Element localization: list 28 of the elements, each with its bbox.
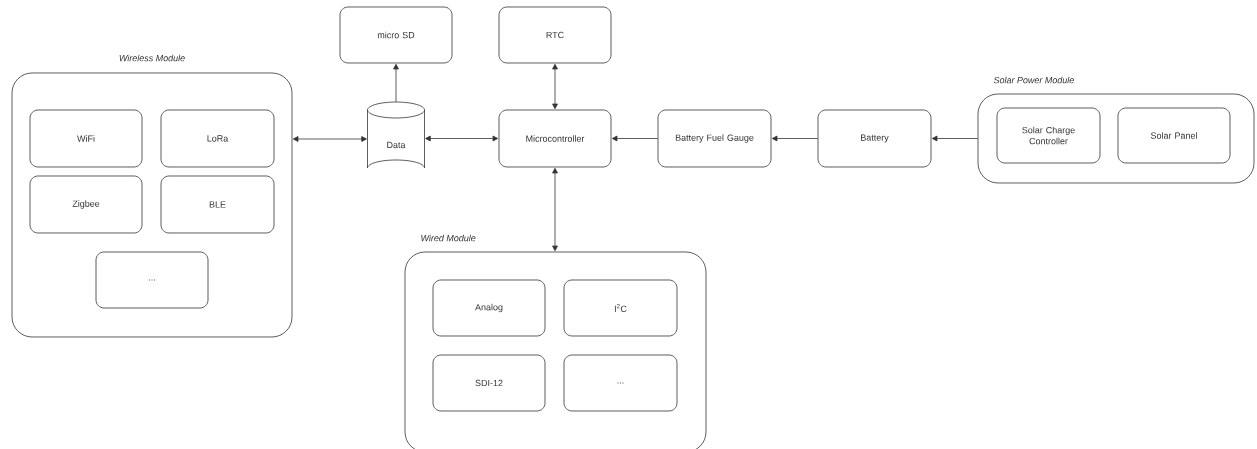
- component-box: Analog: [432, 279, 546, 337]
- arrow: [931, 135, 978, 142]
- arrow: [611, 135, 658, 142]
- arrow: [552, 63, 558, 110]
- arrow: [425, 135, 499, 142]
- component-box: RTC: [498, 6, 612, 64]
- component-box: Microcontroller: [498, 109, 612, 168]
- node-label: Wireless Module: [119, 54, 185, 62]
- component-box: I$^{2}$C: [563, 279, 678, 337]
- component-box: Battery Fuel Gauge: [657, 109, 772, 168]
- component-box: BLE: [160, 175, 275, 234]
- component-box: LoRa: [160, 109, 275, 168]
- component-box: Solar Charge Controller: [996, 107, 1101, 164]
- arrow: [292, 136, 367, 142]
- component-box: ...: [95, 251, 209, 309]
- component-box: Battery: [817, 109, 932, 168]
- component-box: Zigbee: [29, 175, 143, 234]
- component-box: ...: [563, 354, 678, 412]
- arrow: [771, 135, 818, 142]
- node-label: Solar Power Module: [993, 76, 1074, 84]
- component-box: SDI-12: [432, 354, 546, 412]
- database-cylinder: Data: [367, 101, 425, 169]
- component-box: WiFi: [29, 109, 143, 168]
- arrow: [552, 167, 558, 252]
- arrow: [393, 63, 399, 103]
- component-box: Solar Panel: [1117, 107, 1231, 164]
- component-box: micro SD: [339, 6, 453, 64]
- node-label: Wired Module: [421, 234, 476, 242]
